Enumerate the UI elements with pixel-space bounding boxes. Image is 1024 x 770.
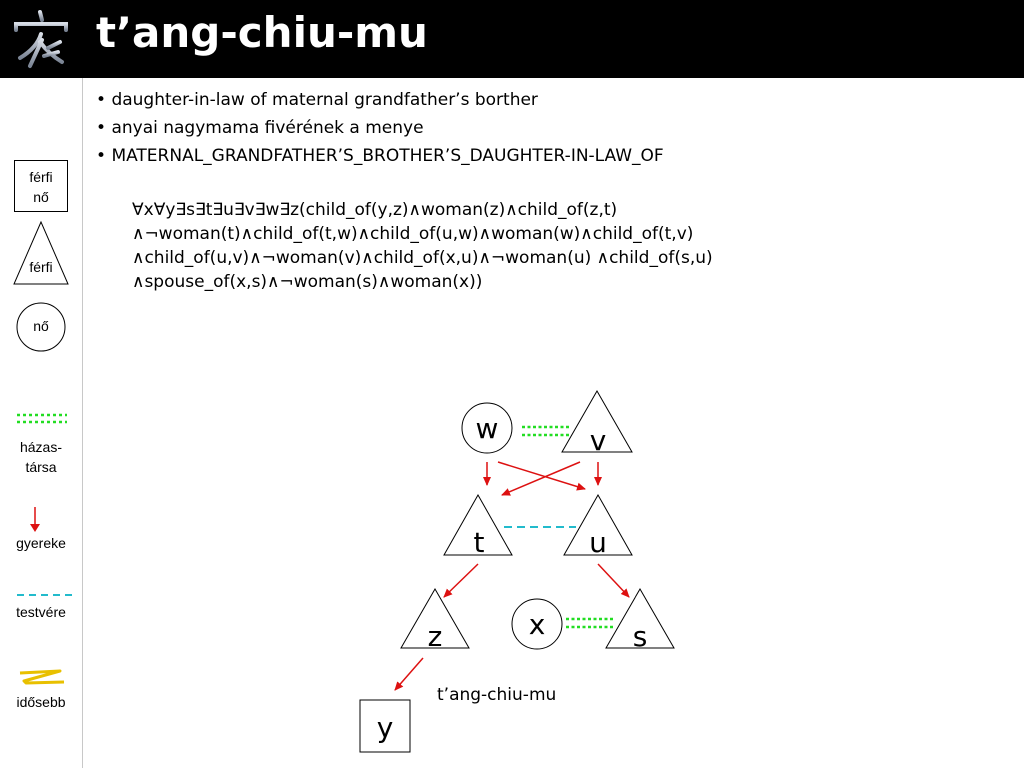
- node-s-label: s: [633, 620, 648, 653]
- header-bar: t’ang-chiu-mu: [0, 0, 1024, 78]
- bullet-hungarian: anyai nagymama fivérének a menye: [111, 118, 424, 138]
- node-y-box: [359, 699, 411, 753]
- legend-child-label: gyereke: [16, 535, 66, 551]
- node-z-triangle: [400, 587, 470, 649]
- child-arrows: [394, 461, 630, 691]
- legend-child-arrowhead: [30, 524, 40, 532]
- node-y-label: y: [377, 711, 394, 744]
- kinship-diagram: w v t u z x s y: [359, 389, 675, 753]
- node-u-label: u: [589, 526, 607, 559]
- legend-older-label: idősebb: [16, 694, 66, 710]
- kanji-family-icon: [14, 10, 68, 68]
- legend-sibling-label: testvére: [16, 604, 66, 620]
- formula-line: ∧spouse_of(x,s)∧¬woman(s)∧woman(x)): [132, 272, 483, 292]
- node-x-label: x: [529, 608, 546, 641]
- page-title: t’ang-chiu-mu: [96, 8, 428, 57]
- legend-box-label-male: férfi: [29, 169, 53, 185]
- node-w-circle: [461, 402, 513, 454]
- formula-line: ∀x∀y∃s∃t∃u∃v∃w∃z(child_of(y,z)∧woman(z)∧…: [132, 200, 618, 220]
- arrow-t-z: [443, 563, 479, 598]
- legend-older-mark: [19, 669, 65, 685]
- legend-male-label: férfi: [29, 259, 53, 275]
- bullet-english: daughter-in-law of maternal grandfather’…: [111, 90, 538, 110]
- legend-box-label-female: nő: [33, 189, 49, 205]
- bullet-item: • anyai nagymama fivérének a menye: [96, 118, 424, 138]
- legend-male-triangle: [13, 220, 69, 285]
- sidebar-divider: [82, 78, 83, 768]
- arrow-u-s: [597, 563, 630, 598]
- bullet-item: • daughter-in-law of maternal grandfathe…: [96, 90, 538, 110]
- node-t-label: t: [474, 526, 485, 559]
- node-t-triangle: [443, 493, 513, 556]
- node-x-circle: [511, 598, 563, 650]
- legend-female-label: nő: [33, 318, 49, 334]
- node-w-label: w: [476, 412, 499, 445]
- arrow-v-t: [501, 461, 581, 496]
- legend-female-circle: [16, 302, 66, 352]
- logic-formula: ∀x∀y∃s∃t∃u∃v∃w∃z(child_of(y,z)∧woman(z)∧…: [132, 198, 713, 294]
- node-u-triangle: [563, 493, 633, 556]
- node-s-triangle: [605, 587, 675, 649]
- logo: [0, 0, 82, 78]
- node-v-triangle: [561, 389, 633, 453]
- diagram-caption: t’ang-chiu-mu: [437, 685, 557, 705]
- spouse-lines: [522, 425, 614, 629]
- arrow-z-y: [394, 657, 424, 691]
- definition-bullets: • daughter-in-law of maternal grandfathe…: [96, 90, 664, 174]
- bullet-item: • MATERNAL_GRANDFATHER’S_BROTHER’S_DAUGH…: [96, 146, 664, 166]
- arrow-w-u: [497, 461, 586, 491]
- formula-line: ∧child_of(u,v)∧¬woman(v)∧child_of(x,u)∧¬…: [132, 248, 713, 268]
- node-z-label: z: [428, 620, 443, 653]
- bullet-relation-name: MATERNAL_GRANDFATHER’S_BROTHER’S_DAUGHTE…: [111, 146, 664, 166]
- formula-line: ∧¬woman(t)∧child_of(t,w)∧child_of(u,w)∧w…: [132, 224, 694, 244]
- legend-unknown-gender-box: [14, 160, 68, 212]
- node-v-label: v: [590, 424, 607, 457]
- legend-spouse-label: házas- társa: [19, 439, 63, 475]
- legend-symbols: [13, 220, 72, 685]
